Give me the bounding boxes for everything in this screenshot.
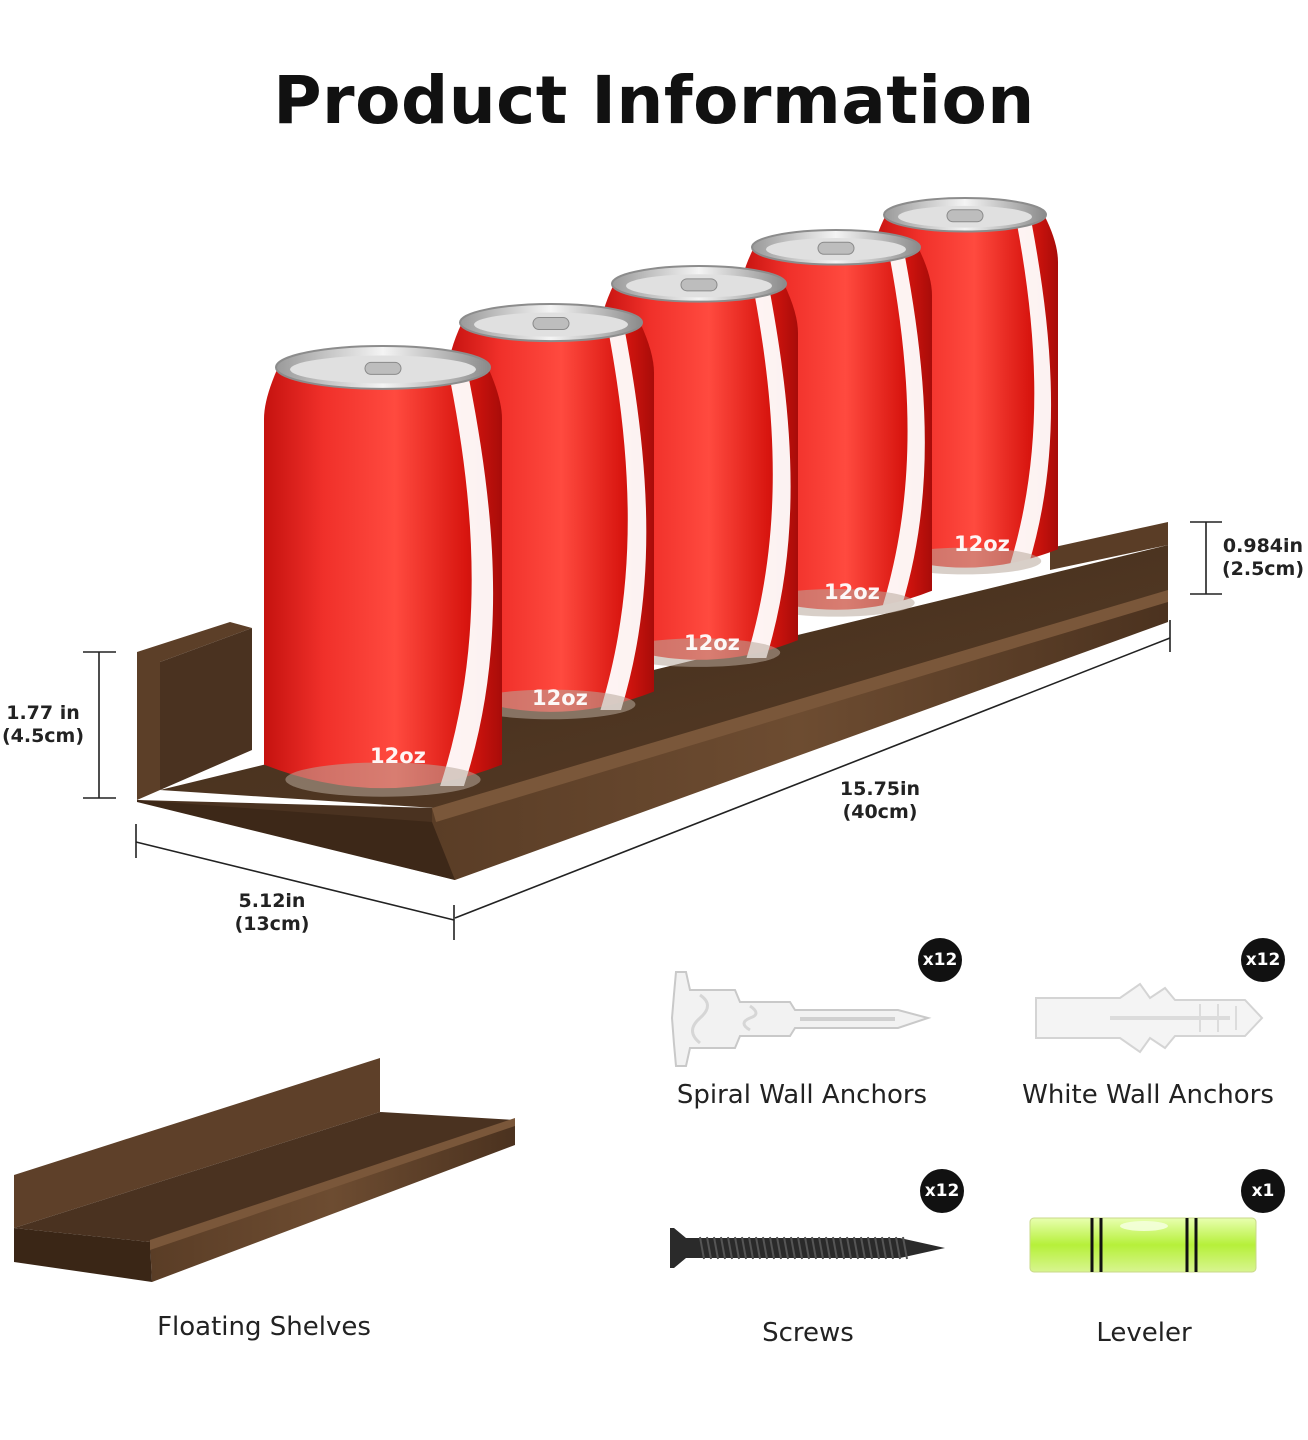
dim-label-depth: 5.12in (13cm) [234, 890, 310, 935]
dim-label-height-right: 0.984in (2.5cm) [1221, 535, 1305, 580]
shelf-front-lip [432, 600, 1168, 880]
shelf-left-inner [160, 628, 252, 790]
leveler-icon [1029, 1217, 1257, 1273]
count-badge-white-anchors: x12 [1241, 938, 1285, 982]
shelf-front-face [137, 800, 455, 880]
caption-leveler: Leveler [1096, 1318, 1192, 1348]
dim-line-depth [135, 841, 455, 921]
dimension-lines [83, 521, 1222, 940]
caption-spiral-wall-anchors: Spiral Wall Anchors [676, 1080, 928, 1110]
can-label-2: 12oz [532, 686, 588, 710]
caption-floating-shelves: Floating Shelves [157, 1312, 371, 1342]
dim-label-length: 15.75in (40cm) [839, 778, 921, 823]
can-label-5: 12oz [954, 532, 1010, 556]
count-badge-spiral-anchors: x12 [918, 938, 962, 982]
caption-screws: Screws [762, 1318, 854, 1348]
count-badge-leveler: x1 [1241, 1169, 1285, 1213]
shelf-lip-top [432, 590, 1168, 822]
can-label-4: 12oz [824, 580, 880, 604]
dim-label-height-left: 1.77 in (4.5cm) [1, 702, 85, 747]
soda-can-1 [264, 345, 502, 797]
page-title: Product Information [273, 62, 1035, 139]
shelf-back-wall [1050, 522, 1168, 570]
can-label-3: 12oz [684, 631, 740, 655]
screw-icon [670, 1228, 945, 1268]
caption-white-wall-anchors: White Wall Anchors [1022, 1080, 1274, 1110]
white-wall-anchor-icon [1035, 982, 1264, 1054]
count-badge-screws: x12 [920, 1169, 964, 1213]
can-label-1: 12oz [370, 744, 426, 768]
soda-cans [264, 197, 1058, 797]
spiral-wall-anchor-icon [670, 971, 932, 1067]
floating-shelf-icon [14, 1058, 515, 1282]
dim-line-length [454, 637, 1171, 919]
